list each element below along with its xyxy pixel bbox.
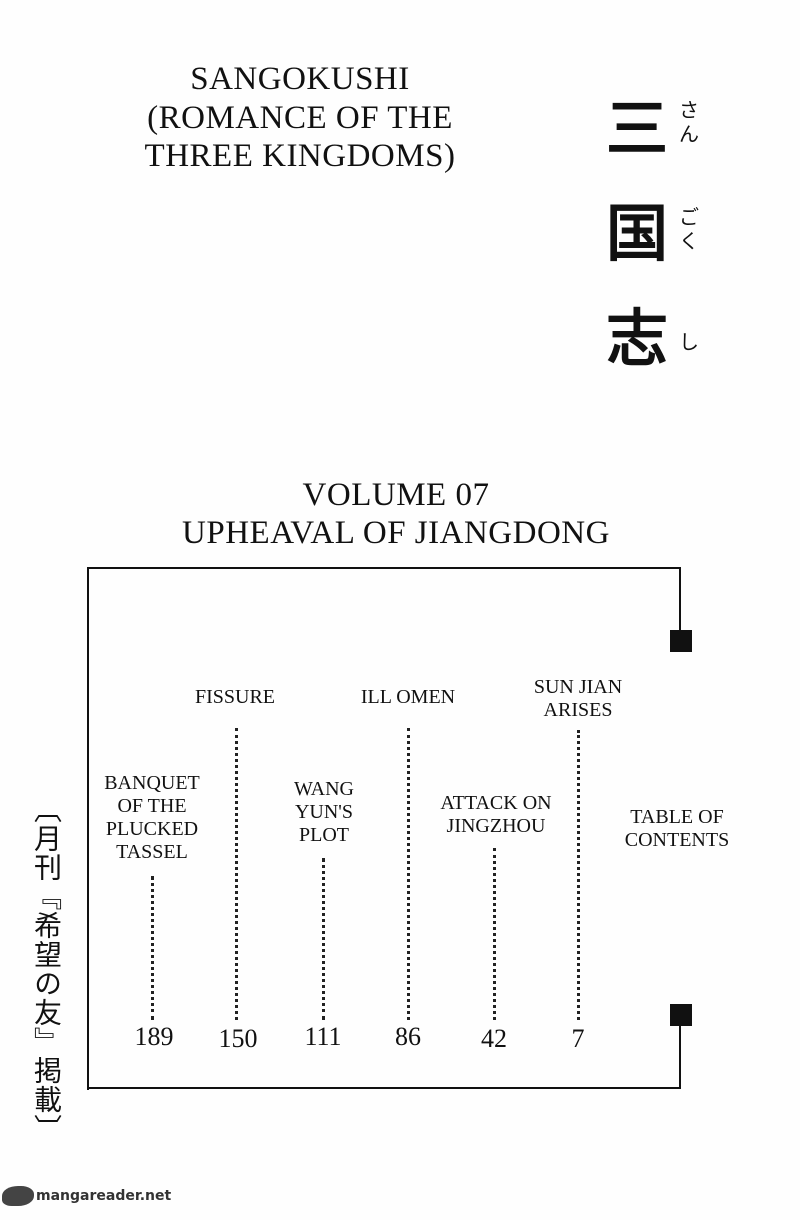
frame-right-bottom	[679, 1024, 681, 1089]
title-line: (Romance of the	[147, 99, 453, 136]
toc-entry-title: Ill Omen	[360, 686, 456, 708]
frame-bottom	[87, 1087, 681, 1089]
toc-entry-title: Attack on Jingzhou	[440, 792, 552, 837]
toc-page-number: 150	[218, 1024, 258, 1053]
watermark-text: mangareader.net	[36, 1188, 172, 1204]
toc-page-number: 42	[481, 1024, 507, 1053]
title-line: Three Kingdoms)	[144, 138, 456, 174]
leader-dots	[407, 728, 410, 1020]
frame-right-top	[679, 567, 681, 632]
leader-dots	[577, 730, 580, 1020]
toc-entry-title: Table of Contents	[624, 806, 730, 851]
leader-dots	[235, 728, 238, 1020]
watermark: mangareader.net	[2, 1186, 171, 1206]
kanji-shi: 志	[606, 302, 669, 375]
toc-entry-title: Wang Yun's Plot	[294, 778, 354, 846]
square-marker-bottom	[670, 1004, 692, 1026]
toc-page-number: 111	[304, 1022, 342, 1051]
volume-subtitle: Upheaval of Jiangdong	[182, 515, 610, 551]
leader-dots	[151, 876, 154, 1020]
toc-entry-title: Sun Jian Arises	[533, 676, 623, 721]
furigana-goku: ごく	[679, 205, 699, 253]
toc-entry-title: Banquet of the Plucked Tassel	[104, 772, 200, 863]
furigana-san: さん	[679, 98, 699, 146]
publication-note: 〔月刊『希望の友』掲載〕	[30, 795, 63, 1143]
frame-top	[87, 567, 681, 569]
toc-entry-title: Fissure	[194, 686, 276, 708]
english-title: Sangokushi (Romance of the Three Kingdom…	[100, 60, 500, 176]
kanji-goku: 国	[606, 197, 669, 270]
title-line: Sangokushi	[190, 61, 410, 97]
frame-left	[87, 567, 89, 1090]
toc-page-number: 7	[571, 1024, 585, 1053]
leader-dots	[322, 858, 325, 1020]
toc-page-number: 189	[134, 1022, 174, 1051]
watermark-logo-icon	[2, 1186, 34, 1206]
square-marker-top	[670, 630, 692, 652]
kanji-san: 三	[606, 92, 669, 165]
volume-number: Volume 07	[302, 477, 490, 513]
leader-dots	[493, 848, 496, 1020]
toc-page-number: 86	[395, 1022, 421, 1051]
furigana-shi: し	[679, 330, 699, 354]
volume-heading: Volume 07 Upheaval of Jiangdong	[100, 476, 692, 552]
